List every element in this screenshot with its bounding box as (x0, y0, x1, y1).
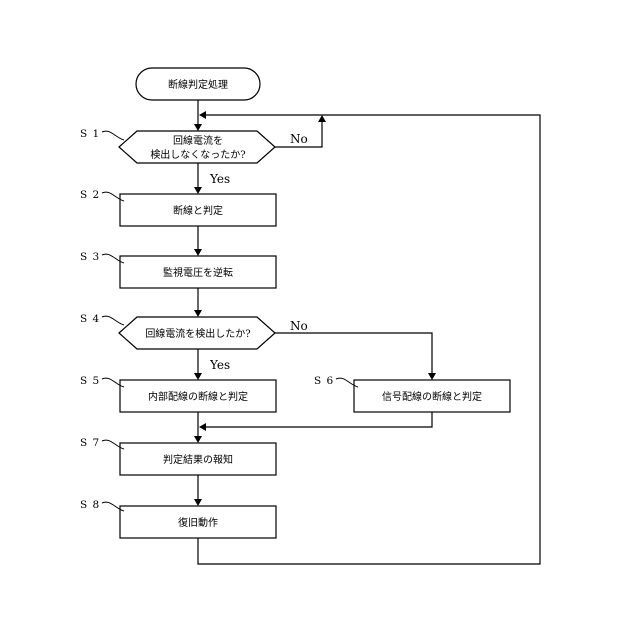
branch-label-s4-no: No (290, 319, 308, 333)
step-label-s5: S 5 (80, 375, 100, 387)
step-label-s6: S 6 (314, 375, 334, 387)
decision-s4: 回線電流を検出したか? (119, 317, 275, 349)
branch-label-s1-no: No (290, 132, 308, 146)
arrow-s4-yes-to-s5 (194, 349, 202, 380)
step-ref-s1: S 1 (80, 128, 124, 140)
step-ref-s7: S 7 (80, 437, 124, 449)
process-s7-label: 判定結果の報知 (163, 453, 233, 466)
process-s2-label: 断線と判定 (173, 204, 223, 217)
step-label-s1: S 1 (80, 128, 100, 140)
step-ref-s2: S 2 (80, 189, 124, 201)
decision-s1: 回線電流を 検出しなくなったか? (119, 131, 275, 163)
step-ref-s6: S 6 (314, 375, 358, 387)
process-s2: 断線と判定 (120, 194, 276, 226)
arrow-s6-to-merge (199, 412, 432, 431)
step-ref-s3: S 3 (80, 251, 124, 263)
arrow-s4-no-to-s6 (275, 333, 436, 380)
process-s6: 信号配線の断線と判定 (354, 380, 510, 412)
step-label-s3: S 3 (80, 251, 100, 263)
step-label-s2: S 2 (80, 189, 100, 201)
decision-s1-label-line2: 検出しなくなったか? (150, 148, 245, 161)
branch-label-s4-yes: Yes (209, 358, 230, 372)
step-ref-s4: S 4 (80, 313, 124, 325)
process-s8: 復旧動作 (120, 506, 276, 538)
process-s7: 判定結果の報知 (120, 443, 276, 475)
process-s3-label: 監視電圧を逆転 (163, 266, 233, 279)
start-node: 断線判定処理 (136, 68, 260, 100)
step-label-s4: S 4 (80, 313, 100, 325)
decision-s4-label: 回線電流を検出したか? (145, 327, 250, 340)
leader-curl-s4 (102, 316, 124, 325)
leader-curl-s1 (102, 131, 124, 140)
process-s5: 内部配線の断線と判定 (120, 380, 276, 412)
branch-label-s1-yes: Yes (209, 172, 230, 186)
arrow-s7-to-s8 (194, 475, 202, 506)
process-s6-label: 信号配線の断線と判定 (382, 390, 482, 403)
step-label-s7: S 7 (80, 437, 100, 449)
arrow-s2-to-s3 (194, 226, 202, 256)
start-node-label: 断線判定処理 (168, 78, 228, 91)
process-s5-label: 内部配線の断線と判定 (148, 390, 248, 403)
step-label-s8: S 8 (80, 499, 100, 511)
arrow-s1-yes-to-s2 (194, 163, 202, 194)
arrow-s3-to-s4 (194, 288, 202, 317)
decision-s1-label-line1: 回線電流を (173, 134, 223, 147)
process-s3: 監視電圧を逆転 (120, 256, 276, 288)
step-ref-s5: S 5 (80, 375, 124, 387)
step-ref-s8: S 8 (80, 499, 124, 511)
process-s8-label: 復旧動作 (178, 516, 218, 529)
